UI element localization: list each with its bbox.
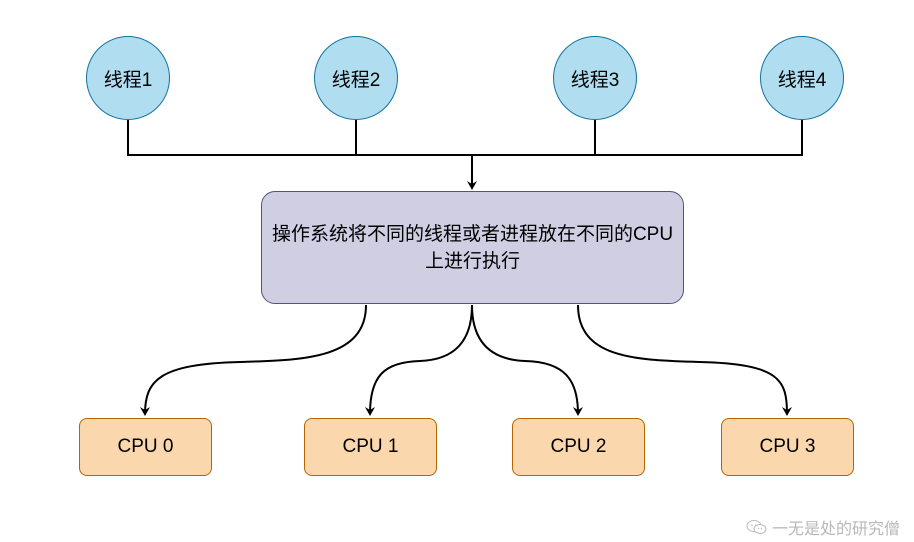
cpu-node-3: CPU 3 <box>721 418 854 476</box>
os-to-cpu3-arrow <box>577 304 792 416</box>
cpu-node-0: CPU 0 <box>79 418 212 476</box>
cpu-label: CPU 1 <box>342 436 399 457</box>
thread-label: 线程3 <box>570 69 620 91</box>
thread-node-2: 线程2 <box>314 36 398 120</box>
thread-3-connector <box>472 120 596 156</box>
cpu-node-1: CPU 1 <box>304 418 437 476</box>
os-to-cpu2-arrow <box>471 304 583 416</box>
cpu-node-2: CPU 2 <box>512 418 645 476</box>
os-scheduler-label: 操作系统将不同的线程或者进程放在不同的CPU上进行执行 <box>271 223 674 272</box>
os-to-cpu1-arrow <box>365 304 473 416</box>
thread-label: 线程1 <box>103 69 153 91</box>
watermark: 一无是处的研究僧 <box>746 515 900 539</box>
os-scheduler-box: 操作系统将不同的线程或者进程放在不同的CPU上进行执行 <box>261 191 684 304</box>
thread-node-1: 线程1 <box>86 36 170 120</box>
thread-1-connector <box>127 120 472 156</box>
wechat-icon <box>746 520 767 534</box>
thread-4-connector <box>595 120 803 156</box>
thread-node-3: 线程3 <box>553 36 637 120</box>
cpu-label: CPU 0 <box>117 436 174 457</box>
thread-label: 线程2 <box>331 69 381 91</box>
os-to-cpu0-arrow <box>140 304 367 416</box>
thread-label: 线程4 <box>777 69 827 91</box>
cpu-label: CPU 2 <box>550 436 607 457</box>
watermark-text: 一无是处的研究僧 <box>772 521 901 538</box>
cpu-label: CPU 3 <box>759 436 816 457</box>
thread-node-4: 线程4 <box>760 36 844 120</box>
